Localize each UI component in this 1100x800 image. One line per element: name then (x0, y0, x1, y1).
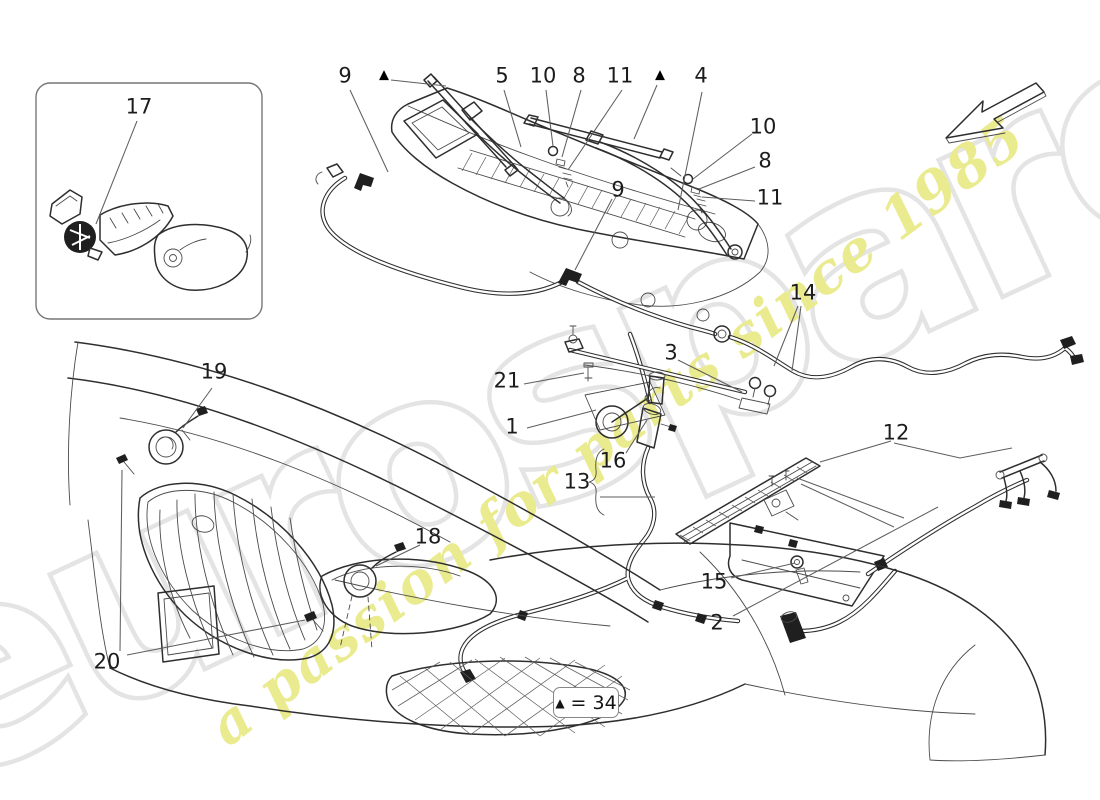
legend-triangle-icon: ▲ (555, 695, 565, 710)
cowl-panel (390, 87, 769, 322)
callout-15: 15 (700, 569, 728, 594)
callout-9-center: 9 (611, 177, 625, 202)
callout-13: 13 (563, 469, 591, 494)
linkage-screw (583, 362, 594, 382)
callout-9-left: 9 (338, 63, 352, 88)
brand-emblem (191, 515, 215, 533)
washer-nozzle-right (558, 268, 582, 286)
callout-21: 21 (493, 368, 521, 393)
callout-1: 1 (505, 414, 519, 439)
horn-screw-right (304, 611, 317, 622)
callout-11-top: 11 (606, 63, 634, 88)
inset-box-mirror-assembly (35, 82, 263, 320)
callout-triangle-left: ▲ (379, 67, 389, 83)
nozzle-harness-right (865, 453, 1060, 577)
wiper-arm-fasteners (547, 145, 707, 214)
washer-nozzle-left (354, 173, 374, 191)
callout-11-right: 11 (756, 185, 784, 210)
callout-4: 4 (694, 63, 708, 88)
legend-text: = 34 (570, 691, 617, 714)
reservoir-tray (727, 522, 885, 607)
horn-right (339, 542, 406, 651)
horn-left (148, 406, 208, 465)
horn-screw-left (116, 454, 128, 464)
pump-connector (780, 612, 806, 643)
washer-pump-and-hoses (460, 387, 898, 683)
car-front-end (67, 341, 1047, 762)
callout-8-top: 8 (572, 63, 586, 88)
headlight-opening (319, 558, 498, 635)
callout-14: 14 (789, 280, 817, 305)
group-brace-13 (588, 448, 605, 516)
tray-bolt (795, 567, 809, 585)
washer-pump (636, 407, 662, 449)
callout-triangle-right: ▲ (655, 67, 665, 83)
hose-end-fittings (1060, 336, 1084, 365)
direction-arrow (945, 82, 1047, 144)
callout-16: 16 (599, 448, 627, 473)
leader-lines (95, 79, 1013, 656)
callout-3: 3 (664, 340, 678, 365)
wiper-motor (595, 405, 629, 439)
callout-10-top: 10 (529, 63, 557, 88)
callout-5: 5 (495, 63, 509, 88)
wiper-blade-right (523, 114, 743, 260)
interior-mirror (153, 223, 249, 291)
grille (137, 482, 335, 661)
callout-12: 12 (882, 420, 910, 445)
callout-18: 18 (414, 524, 442, 549)
callout-19: 19 (200, 359, 228, 384)
legend-box: ▲ = 34 (553, 687, 619, 718)
wiper-blade-left (423, 73, 572, 217)
callout-10-right: 10 (749, 114, 777, 139)
callout-8-right: 8 (758, 148, 772, 173)
callout-17: 17 (125, 94, 153, 119)
callout-20: 20 (93, 649, 121, 674)
washer-reservoir (675, 457, 885, 607)
callout-2: 2 (710, 610, 724, 635)
